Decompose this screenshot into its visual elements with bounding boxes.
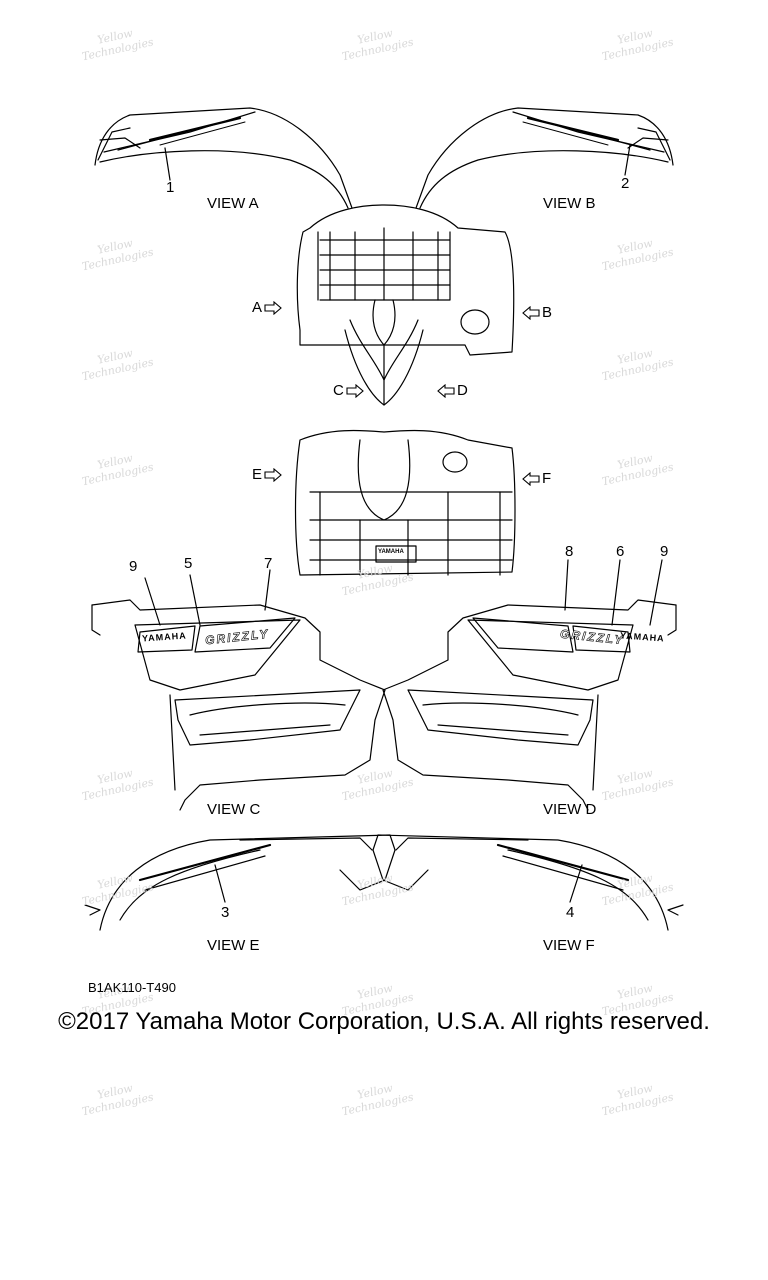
arrow-left-icon xyxy=(437,383,455,398)
callout-8: 8 xyxy=(565,543,574,560)
arrow-right-icon xyxy=(264,300,282,315)
callout-9-left: 9 xyxy=(129,558,138,575)
marker-b-letter: B xyxy=(542,304,553,321)
callout-3: 3 xyxy=(221,904,230,921)
view-d-side-panel xyxy=(382,559,677,811)
atv-top-view-rear xyxy=(294,429,516,576)
view-d-label: VIEW D xyxy=(543,801,597,818)
view-c-direction-marker: C xyxy=(333,383,364,398)
view-b-label: VIEW B xyxy=(543,195,596,212)
arrow-left-icon xyxy=(522,471,540,486)
callout-2-leader xyxy=(624,144,631,176)
view-a-direction-marker: A xyxy=(252,300,282,315)
view-f-label: VIEW F xyxy=(543,937,595,954)
callout-2: 2 xyxy=(621,175,630,192)
marker-e-letter: E xyxy=(252,466,263,483)
view-a-label: VIEW A xyxy=(207,195,259,212)
view-a-fender xyxy=(94,107,353,209)
view-f-direction-marker: F xyxy=(522,471,551,486)
marker-f-letter: F xyxy=(542,470,552,487)
view-b-fender xyxy=(415,107,674,209)
callout-1: 1 xyxy=(166,179,175,196)
atv-top-view-front xyxy=(296,204,515,406)
callout-9-right: 9 xyxy=(660,543,669,560)
callout-1-leader xyxy=(164,147,171,181)
marker-a-letter: A xyxy=(252,299,263,316)
view-d-direction-marker: D xyxy=(437,383,468,398)
copyright-notice: ©2017 Yamaha Motor Corporation, U.S.A. A… xyxy=(58,1008,710,1035)
diagram-reference-code: B1AK110-T490 xyxy=(88,980,176,995)
arrow-right-icon xyxy=(264,467,282,482)
callout-7: 7 xyxy=(264,555,273,572)
view-c-label: VIEW C xyxy=(207,801,261,818)
callout-5: 5 xyxy=(184,555,193,572)
arrow-left-icon xyxy=(522,305,540,320)
view-e-direction-marker: E xyxy=(252,467,282,482)
view-e-rear-fender xyxy=(84,834,396,931)
view-e-label: VIEW E xyxy=(207,937,260,954)
view-f-rear-fender xyxy=(372,834,684,931)
marker-d-letter: D xyxy=(457,382,468,399)
view-c-side-panel xyxy=(91,569,386,811)
callout-6: 6 xyxy=(616,543,625,560)
callout-4: 4 xyxy=(566,904,575,921)
marker-c-letter: C xyxy=(333,382,344,399)
rear-rack-yamaha-plate: YAMAHA xyxy=(378,549,404,555)
view-b-direction-marker: B xyxy=(522,305,552,320)
arrow-right-icon xyxy=(346,383,364,398)
